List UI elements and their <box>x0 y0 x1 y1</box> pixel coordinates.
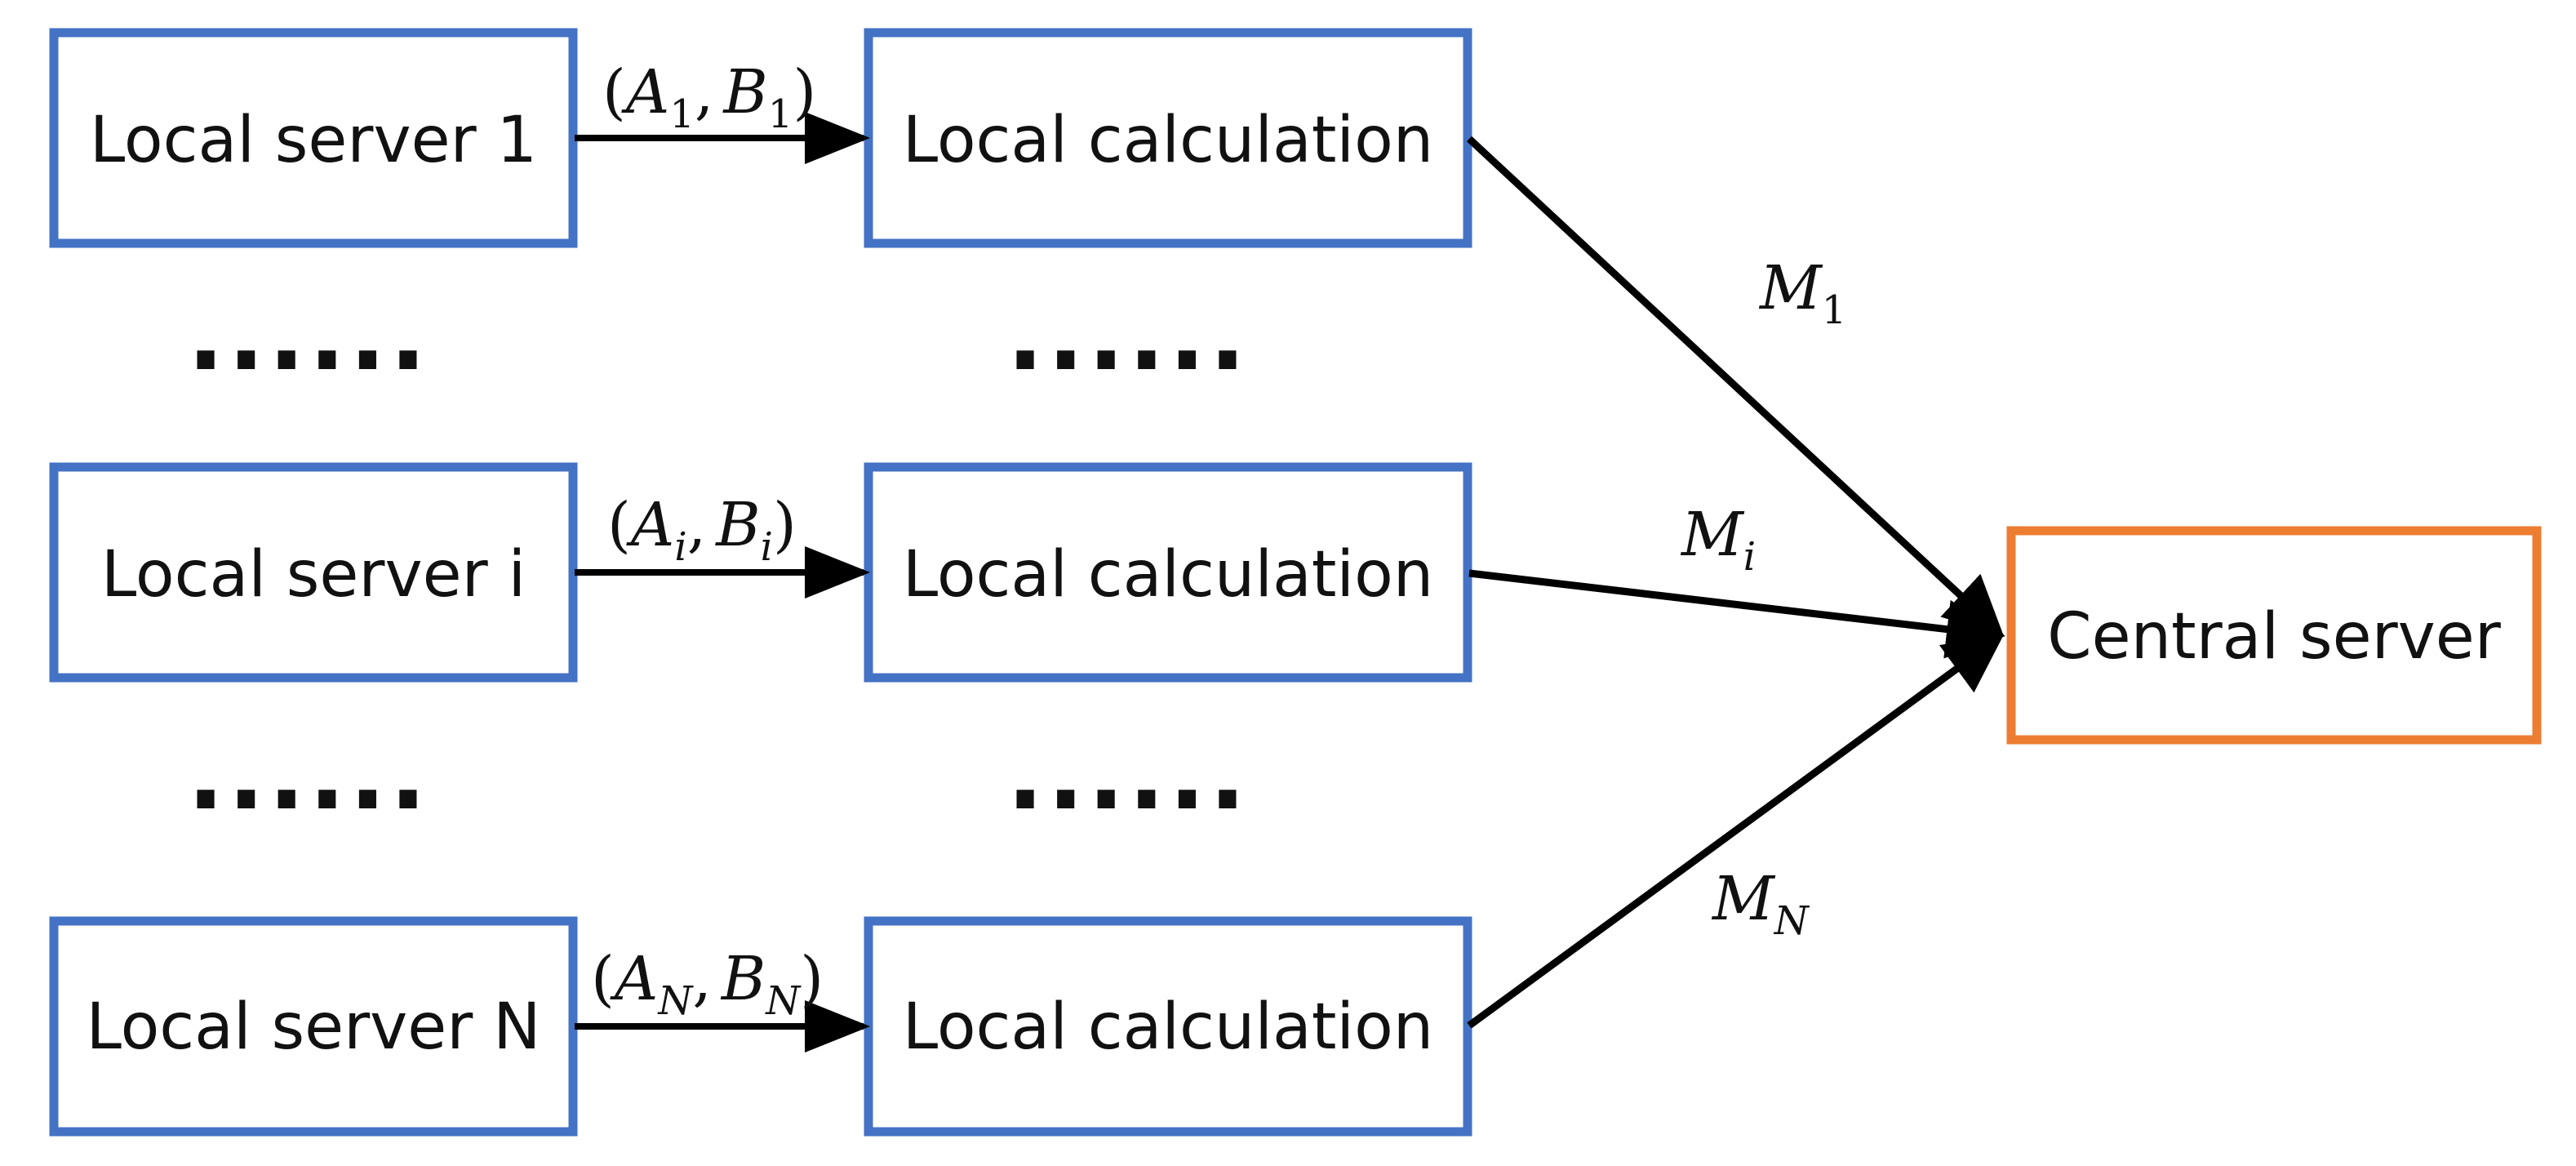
local-server-box-n: Local server N <box>49 916 578 1137</box>
local-server-box-1: Local server 1 <box>49 28 578 248</box>
ellipsis-servers-lower: ...... <box>187 719 430 832</box>
ellipsis-servers-upper: ...... <box>187 279 430 393</box>
model-label-n: MN <box>1711 864 1810 944</box>
model-label-i: Mi <box>1680 500 1756 580</box>
local-server-label: Local server N <box>86 990 540 1064</box>
central-server-box: Central server <box>2006 526 2542 745</box>
arrow-calc-i-to-central <box>1468 569 2005 659</box>
local-server-label: Local server i <box>101 538 526 612</box>
ellipsis-calc-lower: ...... <box>1006 719 1250 832</box>
local-calculation-box-1: Local calculation <box>864 28 1472 248</box>
local-calculation-label: Local calculation <box>903 990 1434 1064</box>
arrow-calc-1-to-central <box>1466 136 2004 636</box>
model-label-1: M1 <box>1758 253 1846 333</box>
local-calculation-box-i: Local calculation <box>864 462 1472 683</box>
ellipsis-calc-upper: ...... <box>1006 279 1250 393</box>
data-label-i: (Ai,Bi) <box>607 490 797 570</box>
local-server-box-i: Local server i <box>49 462 578 683</box>
local-calculation-label: Local calculation <box>903 538 1434 612</box>
local-server-label: Local server 1 <box>90 104 537 177</box>
local-calculation-label: Local calculation <box>903 104 1434 177</box>
data-label-1: (A1,B1) <box>602 57 816 137</box>
arrow-calc-n-to-central <box>1467 634 2005 1029</box>
data-label-n: (AN,BN) <box>591 944 824 1024</box>
central-server-label: Central server <box>2047 600 2502 674</box>
local-calculation-box-n: Local calculation <box>864 916 1472 1137</box>
